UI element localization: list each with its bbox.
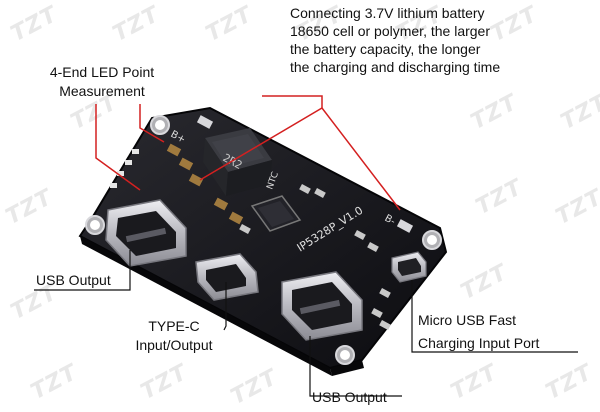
smd-components bbox=[166, 143, 391, 330]
micro-usb-callout-line1: Micro USB Fast bbox=[418, 312, 517, 328]
usb-c-port bbox=[195, 253, 259, 301]
ip5328p-chip bbox=[250, 195, 302, 232]
micro-usb-callout: Micro USB Fast Charging Input Port bbox=[418, 312, 539, 352]
annotation-lines-black bbox=[34, 250, 578, 397]
battery-callout-line3: the battery capacity, the longer bbox=[290, 41, 481, 57]
micro-usb-callout-line2: Charging Input Port bbox=[418, 335, 540, 351]
battery-callout-line4: the charging and discharging time bbox=[290, 59, 501, 75]
battery-callout-line1: Connecting 3.7V lithium battery bbox=[290, 5, 485, 21]
led-measurement-line1: 4-End LED Point bbox=[49, 64, 155, 80]
battery-minus-label: B- bbox=[383, 213, 398, 228]
type-c-callout-line2: Input/Output bbox=[135, 337, 213, 353]
usb-a-port-left bbox=[105, 199, 187, 267]
battery-callout-line2: 18650 cell or polymer, the larger bbox=[290, 23, 490, 39]
battery-callout: Connecting 3.7V lithium battery 18650 ce… bbox=[290, 5, 500, 76]
led-indicators bbox=[110, 149, 139, 188]
usb-output-bottom-callout: USB Output bbox=[312, 389, 387, 405]
usb-a-port-bottom bbox=[281, 271, 363, 341]
battery-pads bbox=[196, 115, 414, 233]
micro-usb-port bbox=[391, 251, 427, 283]
led-measurement-callout: 4-End LED Point Measurement bbox=[32, 64, 172, 100]
inductor bbox=[203, 128, 272, 196]
type-c-callout-line1: TYPE-C bbox=[148, 318, 200, 334]
usb-output-left-callout: USB Output bbox=[36, 272, 111, 288]
type-c-callout: TYPE-C Input/Output bbox=[122, 318, 226, 354]
led-measurement-line2: Measurement bbox=[59, 83, 145, 99]
mounting-holes bbox=[85, 115, 442, 365]
annotation-lines bbox=[95, 95, 401, 211]
